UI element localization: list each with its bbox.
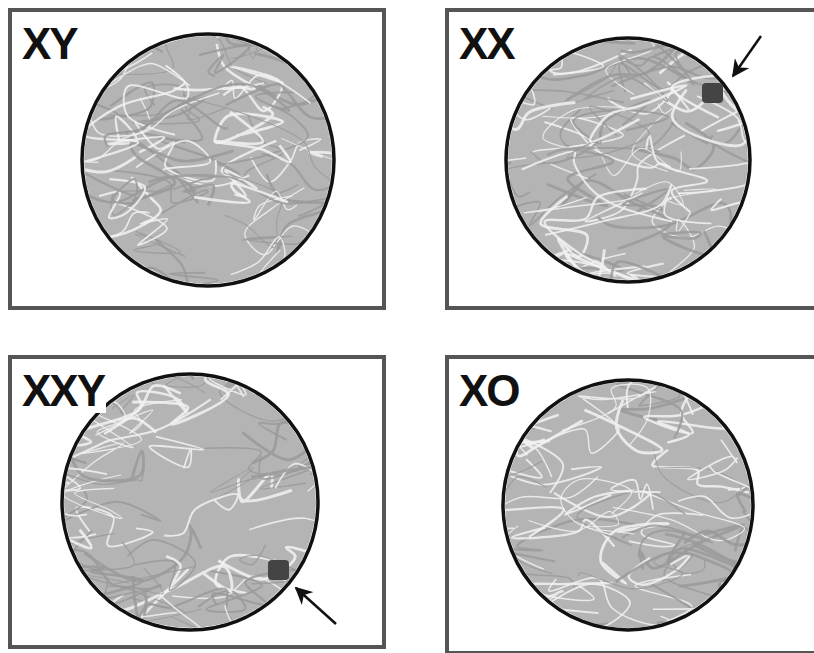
karyotype-panel: XY: [8, 8, 386, 310]
karyotype-panel: XX: [445, 8, 814, 310]
karyotype-panel: XXY: [8, 355, 386, 649]
chromatin-texture: [6, 318, 426, 653]
chromatin-texture: [0, 0, 501, 328]
nucleus-outline: [506, 38, 750, 282]
nucleus-outline: [503, 380, 753, 630]
pointer-arrow: [296, 588, 336, 624]
genotype-label: XXY: [20, 369, 106, 413]
barr-body: [702, 83, 723, 103]
genotype-label: XX: [457, 22, 516, 66]
nucleus-outline: [82, 34, 334, 286]
pointer-arrow: [733, 36, 761, 76]
barr-body: [268, 560, 289, 580]
genotype-label: XO: [457, 369, 521, 413]
chromatin-texture: [394, 16, 814, 330]
karyotype-panel: XO: [445, 355, 814, 653]
chromatin-texture: [371, 330, 814, 653]
genotype-label: XY: [20, 22, 79, 66]
